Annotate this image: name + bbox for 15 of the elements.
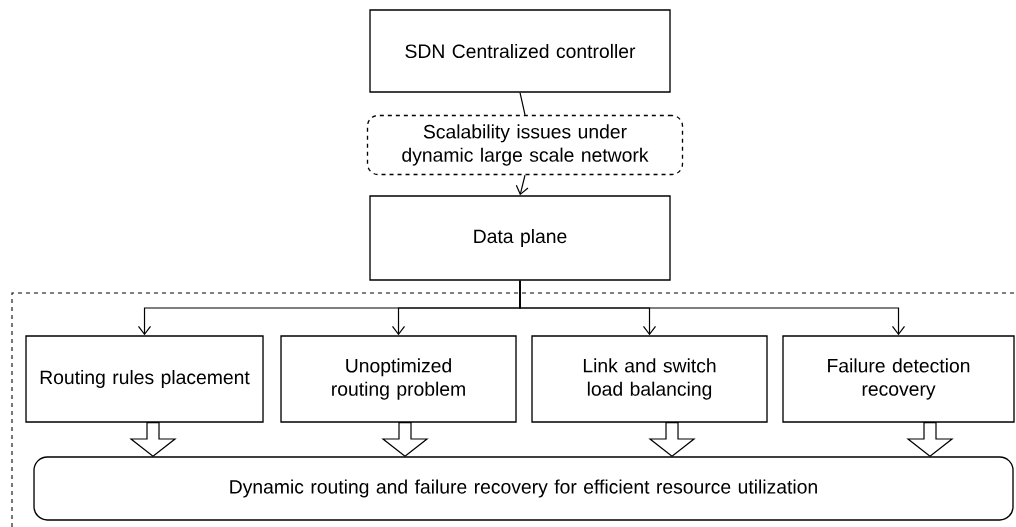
arrow	[515, 174, 529, 196]
issue-box: Scalability issues under dynamic large scale network	[366, 114, 684, 176]
process-box: SDN Centralized controller	[369, 9, 671, 93]
outcome-box: Dynamic routing and failure recovery for efficient resource utilization	[33, 456, 1014, 521]
connector-line	[519, 92, 526, 116]
process-box: Unoptimized routing problem	[280, 335, 517, 423]
process-box: Data plane	[369, 195, 671, 281]
hollow-arrow	[381, 422, 429, 458]
arrow	[519, 280, 906, 336]
hollow-arrow	[648, 422, 696, 458]
process-box: Routing rules placement	[25, 335, 264, 423]
hollow-arrow	[906, 422, 954, 458]
process-box: Failure detection recovery	[782, 335, 1015, 423]
process-box: Link and switch load balancing	[531, 335, 768, 423]
hollow-arrow	[129, 422, 177, 458]
